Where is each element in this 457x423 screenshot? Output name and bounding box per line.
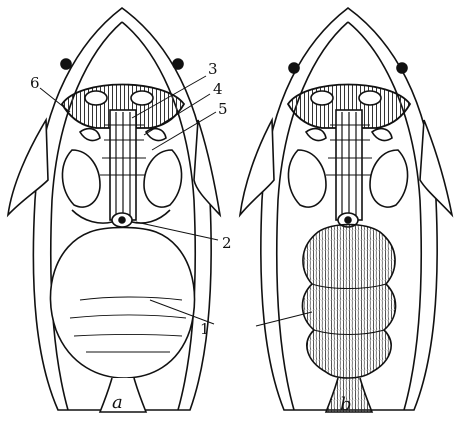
callout-5: 5 [218,102,228,117]
callout-6: 6 [30,76,40,91]
specimen-a [8,8,220,412]
panel-label-b: b [340,396,352,414]
callout-2: 2 [222,236,232,251]
specimen-b [240,8,452,412]
specimen-a-large-organ [50,228,194,379]
callout-4: 4 [213,82,223,97]
callout-3: 3 [208,62,218,77]
panel-label-a: a [112,394,123,412]
specimen-b-folded-organ [302,225,395,379]
callout-1: 1 [200,322,210,337]
